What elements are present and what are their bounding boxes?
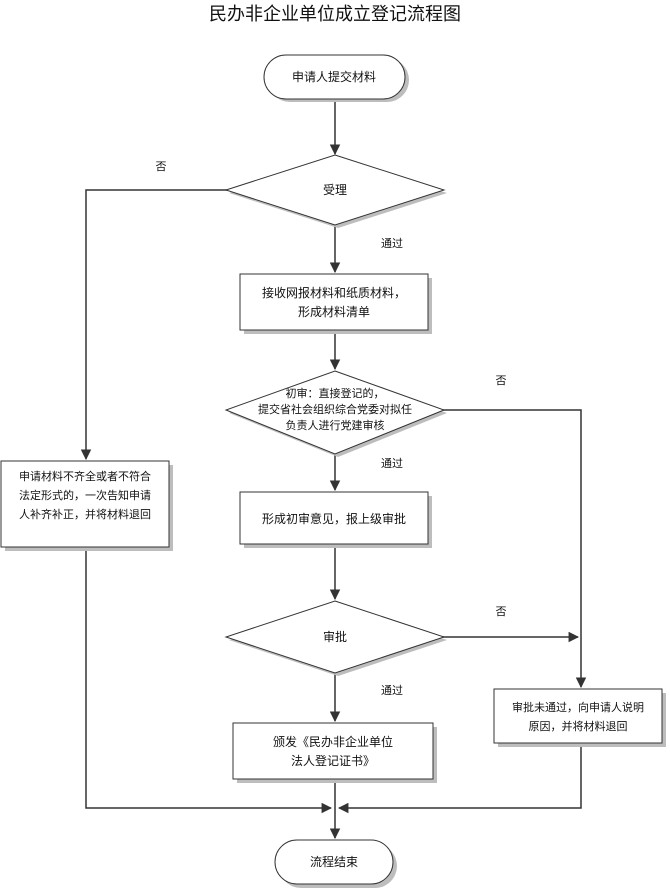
node-receive-label-2: 形成材料清单 — [298, 305, 370, 319]
node-approve: 审批 — [224, 600, 447, 676]
node-issue-label-2: 法人登记证书》 — [291, 753, 375, 768]
node-reject-approval-label-1: 审批未通过，向申请人说明 — [512, 700, 644, 714]
edge-label-review-no: 否 — [496, 374, 507, 387]
node-start: 申请人提交材料 — [263, 54, 409, 102]
node-reject-materials: 申请材料不齐全或者不符合 法定形式的，一次告知申请 人补齐补正，并将材料退回 — [0, 460, 173, 551]
node-opinion-label: 形成初审意见，报上级审批 — [262, 511, 406, 526]
edge-label-accept-no: 否 — [156, 160, 167, 173]
node-end: 流程结束 — [274, 839, 397, 888]
edge-label-accept-yes: 通过 — [381, 237, 403, 250]
node-start-label: 申请人提交材料 — [292, 69, 376, 84]
node-reject-materials-label-1: 申请材料不齐全或者不符合 — [19, 469, 151, 483]
node-reject-materials-label-2: 法定形式的，一次告知申请 — [19, 488, 151, 502]
node-reject-approval: 审批未通过，向申请人说明 原因，并将材料退回 — [493, 688, 666, 747]
node-accept: 受理 — [224, 154, 447, 228]
node-opinion: 形成初审意见，报上级审批 — [239, 491, 432, 548]
node-receive: 接收网报材料和纸质材料， 形成材料清单 — [239, 273, 432, 334]
node-receive-label-1: 接收网报材料和纸质材料， — [262, 285, 406, 300]
edge-label-review-yes: 通过 — [381, 457, 403, 470]
node-reject-approval-label-2: 原因，并将材料退回 — [529, 719, 628, 733]
node-reject-materials-label-3: 人补齐补正，并将材料退回 — [19, 507, 151, 521]
node-issue: 颁发《民办非企业单位 法人登记证书》 — [232, 722, 437, 783]
node-issue-label-1: 颁发《民办非企业单位 — [273, 734, 393, 749]
node-accept-label: 受理 — [323, 183, 347, 197]
node-approve-label: 审批 — [323, 629, 347, 644]
edges — [80, 100, 587, 840]
edge-label-approve-no: 否 — [496, 605, 507, 618]
edge-reject-approval-end — [337, 746, 582, 814]
edge-accept-no — [80, 189, 227, 461]
edge-review-no — [443, 409, 587, 689]
edge-reject-materials-end — [85, 547, 333, 814]
node-review-label-1: 初审：直接登记的， — [286, 386, 385, 400]
page-title: 民办非企业单位成立登记流程图 — [209, 4, 461, 25]
node-review-label-3: 负责人进行党建审核 — [286, 418, 385, 432]
node-review-label-2: 提交省社会组织综合党委对拟任 — [258, 402, 412, 416]
node-end-label: 流程结束 — [310, 854, 358, 869]
node-initial-review: 初审：直接登记的， 提交省社会组织综合党委对拟任 负责人进行党建审核 — [224, 370, 447, 457]
edge-label-approve-yes: 通过 — [381, 684, 403, 697]
